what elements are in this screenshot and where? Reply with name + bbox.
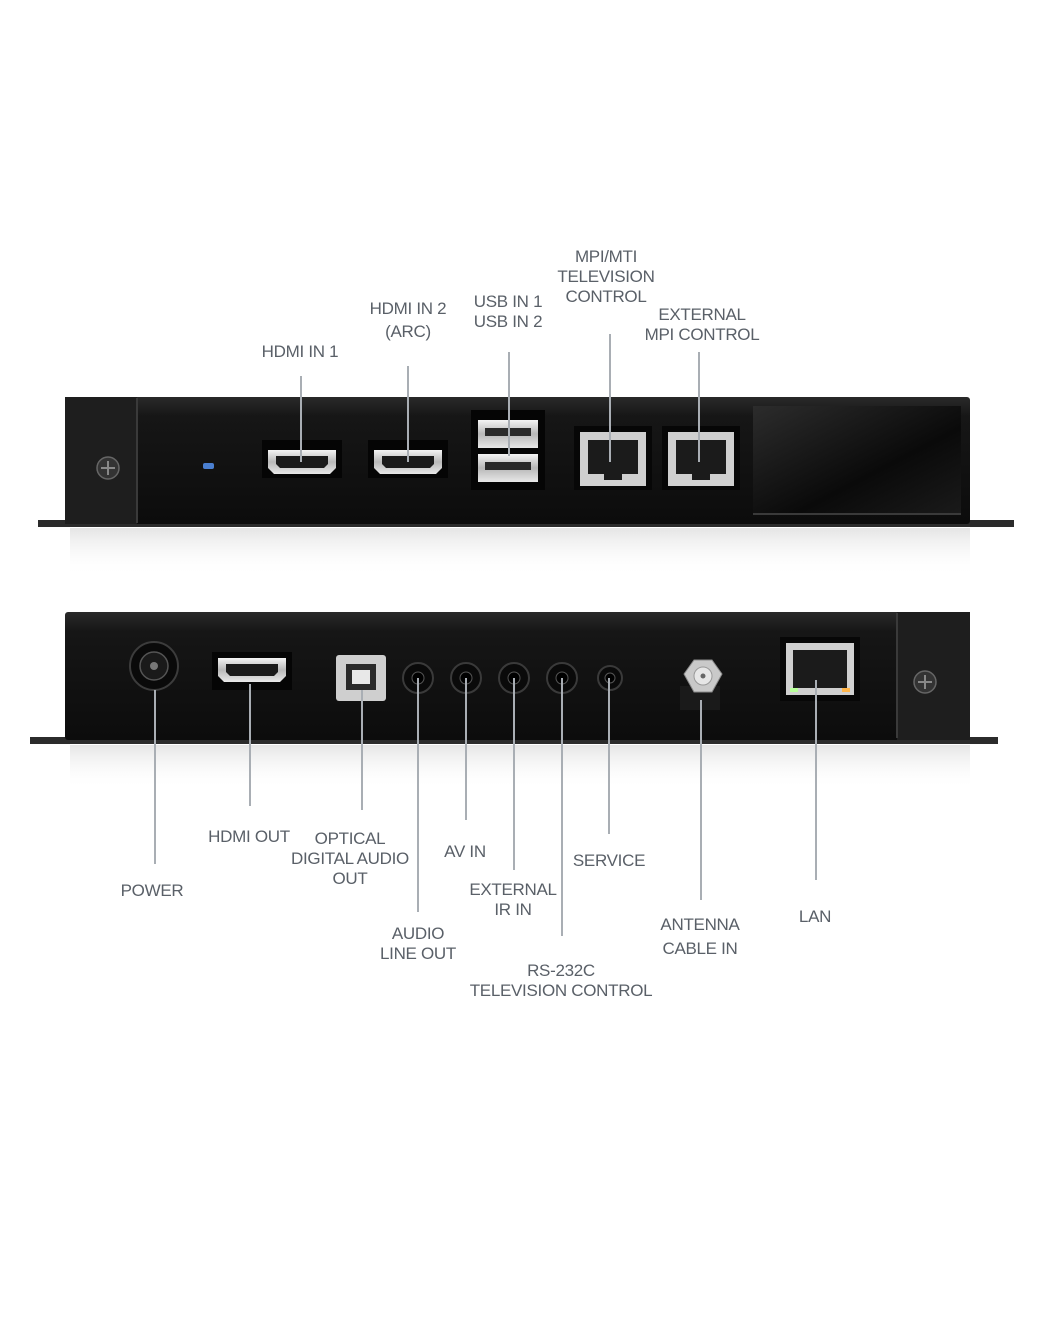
leader-line (700, 700, 702, 900)
leader-line (508, 352, 510, 456)
leader-line (561, 678, 563, 936)
label-av-in: AV IN (444, 842, 486, 861)
leader-line (698, 352, 700, 462)
label-external-mpi: EXTERNAL MPI CONTROL (644, 305, 760, 344)
mpi-mti-port (574, 426, 652, 490)
leader-line (815, 680, 817, 880)
hdmi-out-port (212, 652, 292, 690)
leader-line (154, 690, 156, 864)
label-external-ir: EXTERNAL IR IN (469, 880, 557, 919)
label-lan: LAN (798, 907, 832, 926)
leader-line (609, 334, 611, 462)
optical-port (336, 655, 386, 701)
label-power: POWER (120, 881, 184, 900)
leader-line (417, 678, 419, 912)
label-mpi-mti: MPI/MTI TELEVISION CONTROL (557, 247, 655, 306)
status-led (203, 463, 214, 469)
leader-line (249, 684, 251, 806)
label-optical: OPTICAL DIGITAL AUDIO OUT (291, 829, 409, 888)
hdmi-in-1-port (262, 440, 342, 478)
label-hdmi-in-1: HDMI IN 1 (261, 342, 339, 361)
service-jack (597, 665, 623, 691)
leader-line (407, 366, 409, 462)
leader-line (513, 678, 515, 870)
label-hdmi-out: HDMI OUT (208, 827, 290, 846)
leader-line (465, 678, 467, 820)
leader-line (361, 690, 363, 810)
label-hdmi-in-2: HDMI IN 2 (ARC) (369, 299, 447, 341)
power-jack (129, 641, 179, 691)
leader-line (608, 678, 610, 834)
screw-icon (913, 670, 937, 694)
label-rs232c: RS-232C TELEVISION CONTROL (469, 961, 653, 1000)
screw-icon (96, 456, 120, 480)
glossy-window (753, 406, 961, 514)
label-antenna: ANTENNA CABLE IN (660, 915, 740, 958)
lan-port (780, 637, 860, 701)
leader-line (300, 376, 302, 462)
label-usb-in: USB IN 1 USB IN 2 (473, 292, 543, 331)
external-mpi-port (662, 426, 740, 490)
label-audio-line-out: AUDIO LINE OUT (379, 924, 457, 963)
label-service: SERVICE (572, 851, 646, 870)
